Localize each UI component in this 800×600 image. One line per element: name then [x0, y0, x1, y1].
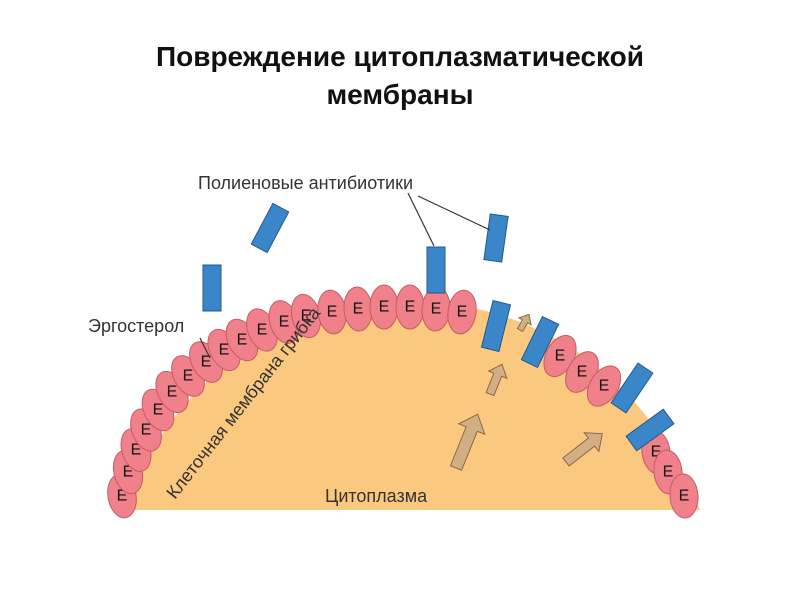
- antibiotic-layer: [202, 202, 675, 452]
- ergosterol-letter: E: [405, 299, 416, 316]
- page-title: Повреждение цитоплазматической мембраны: [0, 38, 800, 114]
- antibiotics-pointer-line-2: [417, 195, 491, 231]
- ergosterol-letter: E: [301, 308, 312, 325]
- antibiotics-pointer-line-1: [407, 192, 435, 247]
- ergosterol-molecule: E: [586, 365, 622, 407]
- ergosterol-letter: E: [279, 314, 290, 331]
- ergosterol-letter: E: [663, 464, 674, 481]
- polyene-antibiotic: [610, 362, 654, 414]
- arrow-layer: [449, 313, 603, 471]
- ergosterol-letter: E: [599, 378, 610, 395]
- ergosterol-letter: E: [167, 384, 178, 401]
- ergosterol-letter: E: [131, 442, 142, 459]
- outflow-arrow: [485, 363, 508, 397]
- ergosterol-letter: E: [183, 368, 194, 385]
- polyene-antibiotic: [426, 246, 446, 294]
- ergosterol-molecule: E: [343, 286, 373, 332]
- polyene-antibiotic: [480, 299, 512, 353]
- ergosterol-letter: E: [257, 322, 268, 339]
- ergosterol-letter: E: [555, 348, 566, 365]
- ergosterol-molecule: E: [447, 289, 477, 335]
- ergosterol-label: Эргостерол: [88, 316, 184, 336]
- ergosterol-letter: E: [117, 488, 128, 505]
- ergosterol-letter: E: [353, 301, 364, 318]
- ergosterol-letter: E: [651, 444, 662, 461]
- ergosterol-letter: E: [219, 342, 230, 359]
- outflow-arrow: [516, 313, 532, 333]
- ergosterol-letter: E: [577, 364, 588, 381]
- ergosterol-letter: E: [123, 464, 134, 481]
- ergosterol-shape: [669, 473, 699, 519]
- outflow-arrow: [449, 413, 486, 471]
- ergosterol-letter: E: [379, 299, 390, 316]
- ergosterol-letter: E: [679, 488, 690, 505]
- ergosterol-letter: E: [237, 332, 248, 349]
- title-line-2: мембраны: [326, 79, 474, 110]
- polyene-antibiotic: [625, 408, 675, 452]
- ergosterol-molecule: E: [543, 334, 577, 378]
- polyene-antibiotic: [520, 315, 560, 369]
- antibiotics-label: Полиеновые антибиотики: [198, 173, 413, 193]
- ergosterol-molecule: E: [395, 284, 425, 330]
- title-line-1: Повреждение цитоплазматической: [156, 41, 644, 72]
- ergosterol-letter: E: [327, 304, 338, 321]
- outflow-arrow: [562, 432, 603, 467]
- ergosterol-molecule: E: [369, 284, 399, 330]
- ergosterol-letter: E: [153, 402, 164, 419]
- polyene-antibiotic: [250, 202, 290, 254]
- ergosterol-molecule: E: [669, 473, 699, 519]
- cytoplasm-area: [120, 301, 700, 510]
- polyene-antibiotic: [483, 213, 509, 263]
- polyene-antibiotic: [202, 264, 222, 312]
- ergosterol-pointer-line: [199, 337, 211, 359]
- ergosterol-letter: E: [201, 354, 212, 371]
- ergosterol-letter: E: [141, 422, 152, 439]
- ergosterol-shape: [586, 365, 622, 407]
- ergosterol-letter: E: [457, 304, 468, 321]
- cytoplasm-label: Цитоплазма: [325, 486, 428, 506]
- ergosterol-letter: E: [431, 301, 442, 318]
- ergosterol-shape: [447, 289, 477, 335]
